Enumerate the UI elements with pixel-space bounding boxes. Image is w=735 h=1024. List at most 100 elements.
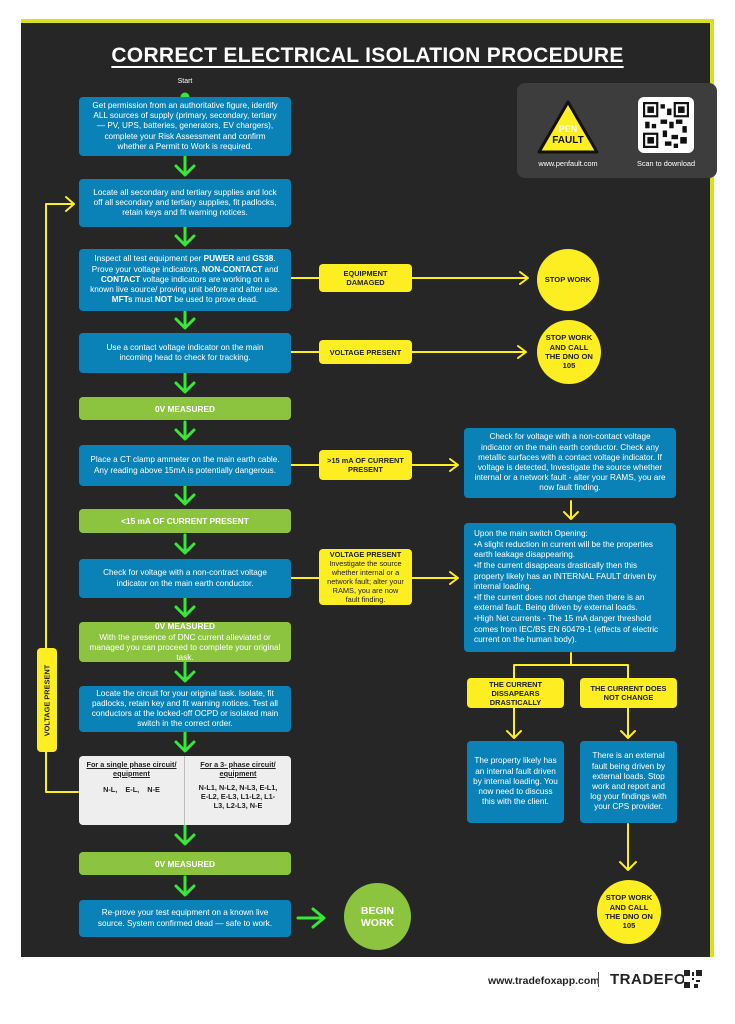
main-switch-bullet-1: •A slight reduction in current will be t… [474, 539, 653, 560]
step-reprove: Re-prove your test equipment on a known … [79, 900, 291, 937]
arrow-right-begin [296, 907, 326, 929]
main-switch-bullet-4: •High Net currents - The 15 mA danger th… [474, 613, 659, 645]
page-title: CORRECT ELECTRICAL ISOLATION PROCEDURE [111, 44, 624, 67]
start-label: Start [177, 78, 193, 85]
qr-code-icon[interactable] [638, 97, 694, 153]
stop-work-text: STOP WORK [544, 275, 592, 285]
logo-url: www.penfault.com [538, 159, 598, 168]
step-locate-circuit: Locate the circuit for your original tas… [79, 686, 291, 732]
external-fault-box: There is an external fault being driven … [580, 741, 677, 823]
arrow-down-5 [174, 420, 196, 441]
arrow-down-8 [174, 596, 196, 618]
arrow-down-right-col [563, 500, 579, 520]
arrow-down-6 [174, 484, 196, 506]
stop-work-dno-2-text: STOP WORK AND CALL THE DNO ON 105 [605, 893, 653, 931]
green-0v-measured-1: 0V MEASURED [79, 397, 291, 420]
step-check-tracking: Use a contact voltage indicator on the m… [79, 333, 291, 373]
step-inspect-equipment: Inspect all test equipment per PUWER and… [79, 249, 291, 311]
voltage-present-label-1: VOLTAGE PRESENT [319, 340, 412, 364]
begin-work-circle: BEGIN WORK [344, 883, 411, 950]
green-low-current-text: <15 mA OF CURRENT PRESENT [121, 516, 249, 526]
arrow-to-main-switch [411, 571, 459, 585]
step-locate-circuit-text: Locate the circuit for your original tas… [91, 688, 279, 729]
arrow-to-external [620, 707, 636, 739]
arrow-down-3 [174, 310, 196, 330]
voltage-present-label-2: VOLTAGE PRESENT Investigate the source w… [319, 549, 412, 605]
current-no-change-text: THE CURRENT DOES NOT CHANGE [590, 684, 667, 702]
step-ct-clamp-text: Place a CT clamp ammeter on the main ear… [90, 455, 280, 475]
footer-divider [598, 972, 599, 987]
voltage-present-loop [45, 196, 79, 793]
step-non-contact-text: Check for voltage with a non-contract vo… [103, 568, 267, 588]
step-non-contact-check: Check for voltage with a non-contract vo… [79, 559, 291, 598]
footer-qr-icon[interactable] [684, 970, 702, 988]
single-phase-title: For a single phase circuit/ equipment [86, 760, 177, 778]
begin-work-text: BEGIN WORK [360, 904, 395, 929]
current-disappears-label: THE CURRENT DISSAPEARS DRASTICALLY [467, 678, 564, 708]
arrow-down-1 [174, 155, 196, 177]
main-switch-box: Upon the main switch Opening: •A slight … [464, 523, 676, 652]
equipment-damaged-text: EQUIPMENT DAMAGED [343, 269, 388, 287]
arrow-to-internal [506, 707, 522, 739]
arrow-down-10 [174, 731, 196, 753]
logo-fault: FAULT [552, 135, 584, 146]
voltage-present-1-text: VOLTAGE PRESENT [329, 347, 402, 357]
voltage-present-2-title: VOLTAGE PRESENT [329, 550, 402, 559]
step-inspect-text: Inspect all test equipment per PUWER and… [90, 254, 280, 305]
equipment-damaged-label: EQUIPMENT DAMAGED [319, 264, 412, 292]
test-sequence-table: For a single phase circuit/ equipment N-… [79, 756, 291, 825]
arrow-down-9 [174, 661, 196, 683]
penfault-logo-icon [537, 100, 599, 154]
check-voltage-text: Check for voltage with a non-contact vol… [474, 432, 666, 493]
arrow-to-stop-work [411, 271, 529, 285]
step-ct-clamp: Place a CT clamp ammeter on the main ear… [79, 445, 291, 486]
voltage-present-2-body: Investigate the source whether internal … [327, 559, 404, 604]
current-disappears-text: THE CURRENT DISSAPEARS DRASTICALLY [489, 679, 542, 707]
step-check-tracking-text: Use a contact voltage indicator on the m… [106, 342, 264, 362]
arrow-down-12 [174, 875, 196, 897]
main-switch-bullet-3: •If the current does not change then the… [474, 592, 645, 613]
green-0v-measured-1-text: 0V MEASURED [155, 403, 215, 414]
internal-fault-text: The property likely has an internal faul… [473, 756, 558, 807]
arrow-to-dno-2 [619, 823, 637, 871]
current-no-change-label: THE CURRENT DOES NOT CHANGE [580, 678, 677, 708]
arrow-to-dno-1 [411, 345, 527, 359]
green-0v-measured-3-text: 0V MEASURED [155, 858, 215, 869]
logo-pen: PEN [558, 124, 578, 134]
main-switch-title: Upon the main switch Opening: [474, 529, 588, 539]
arrow-down-2 [174, 225, 196, 247]
green-0v-measured-2: 0V MEASURED With the presence of DNC cur… [79, 621, 291, 663]
stop-work-dno-circle-1: STOP WORK AND CALL THE DNO ON 105 [537, 320, 601, 384]
stop-work-dno-circle-2: STOP WORK AND CALL THE DNO ON 105 [597, 880, 661, 944]
external-fault-text: There is an external fault being driven … [590, 751, 667, 812]
step-permission-text: Get permission from an authoritative fig… [92, 101, 278, 151]
arrow-to-check-voltage [411, 458, 459, 472]
internal-fault-box: The property likely has an internal faul… [467, 741, 564, 823]
arrow-down-7 [174, 533, 196, 555]
check-voltage-box: Check for voltage with a non-contact vol… [464, 428, 676, 498]
step-lock-off: Locate all secondary and tertiary suppli… [79, 179, 291, 227]
arrow-down-4 [174, 372, 196, 394]
current-present-label: >15 mA OF CURRENT PRESENT [319, 450, 412, 480]
footer-url[interactable]: www.tradefoxapp.com [488, 975, 600, 987]
table-divider [184, 756, 185, 825]
three-phase-tests: N-L1, N-L2, N-L3, E-L1, E-L2, E-L3, L1-L… [198, 783, 278, 810]
green-0v-measured-2-title: 0V MEASURED [155, 621, 215, 632]
footer-brand: TRADEFOX [610, 971, 697, 988]
three-phase-title: For a 3- phase circuit/ equipment [200, 760, 276, 778]
branch-split [513, 652, 629, 679]
footer-qr-pattern [684, 970, 702, 988]
logo-card: PEN FAULT www.penfault.com Scan to downl… [517, 83, 717, 178]
voltage-present-vertical: VOLTAGE PRESENT [37, 648, 57, 752]
scan-label: Scan to download [636, 159, 695, 168]
qr-pattern [643, 102, 689, 148]
green-low-current: <15 mA OF CURRENT PRESENT [79, 509, 291, 533]
green-0v-measured-2-body: With the presence of DNC current allevia… [89, 631, 281, 663]
voltage-present-vertical-text: VOLTAGE PRESENT [42, 664, 52, 736]
stop-work-dno-1-text: STOP WORK AND CALL THE DNO ON 105 [545, 333, 593, 371]
stop-work-circle: STOP WORK [537, 249, 599, 311]
green-0v-measured-3: 0V MEASURED [79, 852, 291, 875]
arrow-down-11 [174, 824, 196, 846]
single-phase-tests: N-L, E-L, N-E [103, 785, 160, 794]
